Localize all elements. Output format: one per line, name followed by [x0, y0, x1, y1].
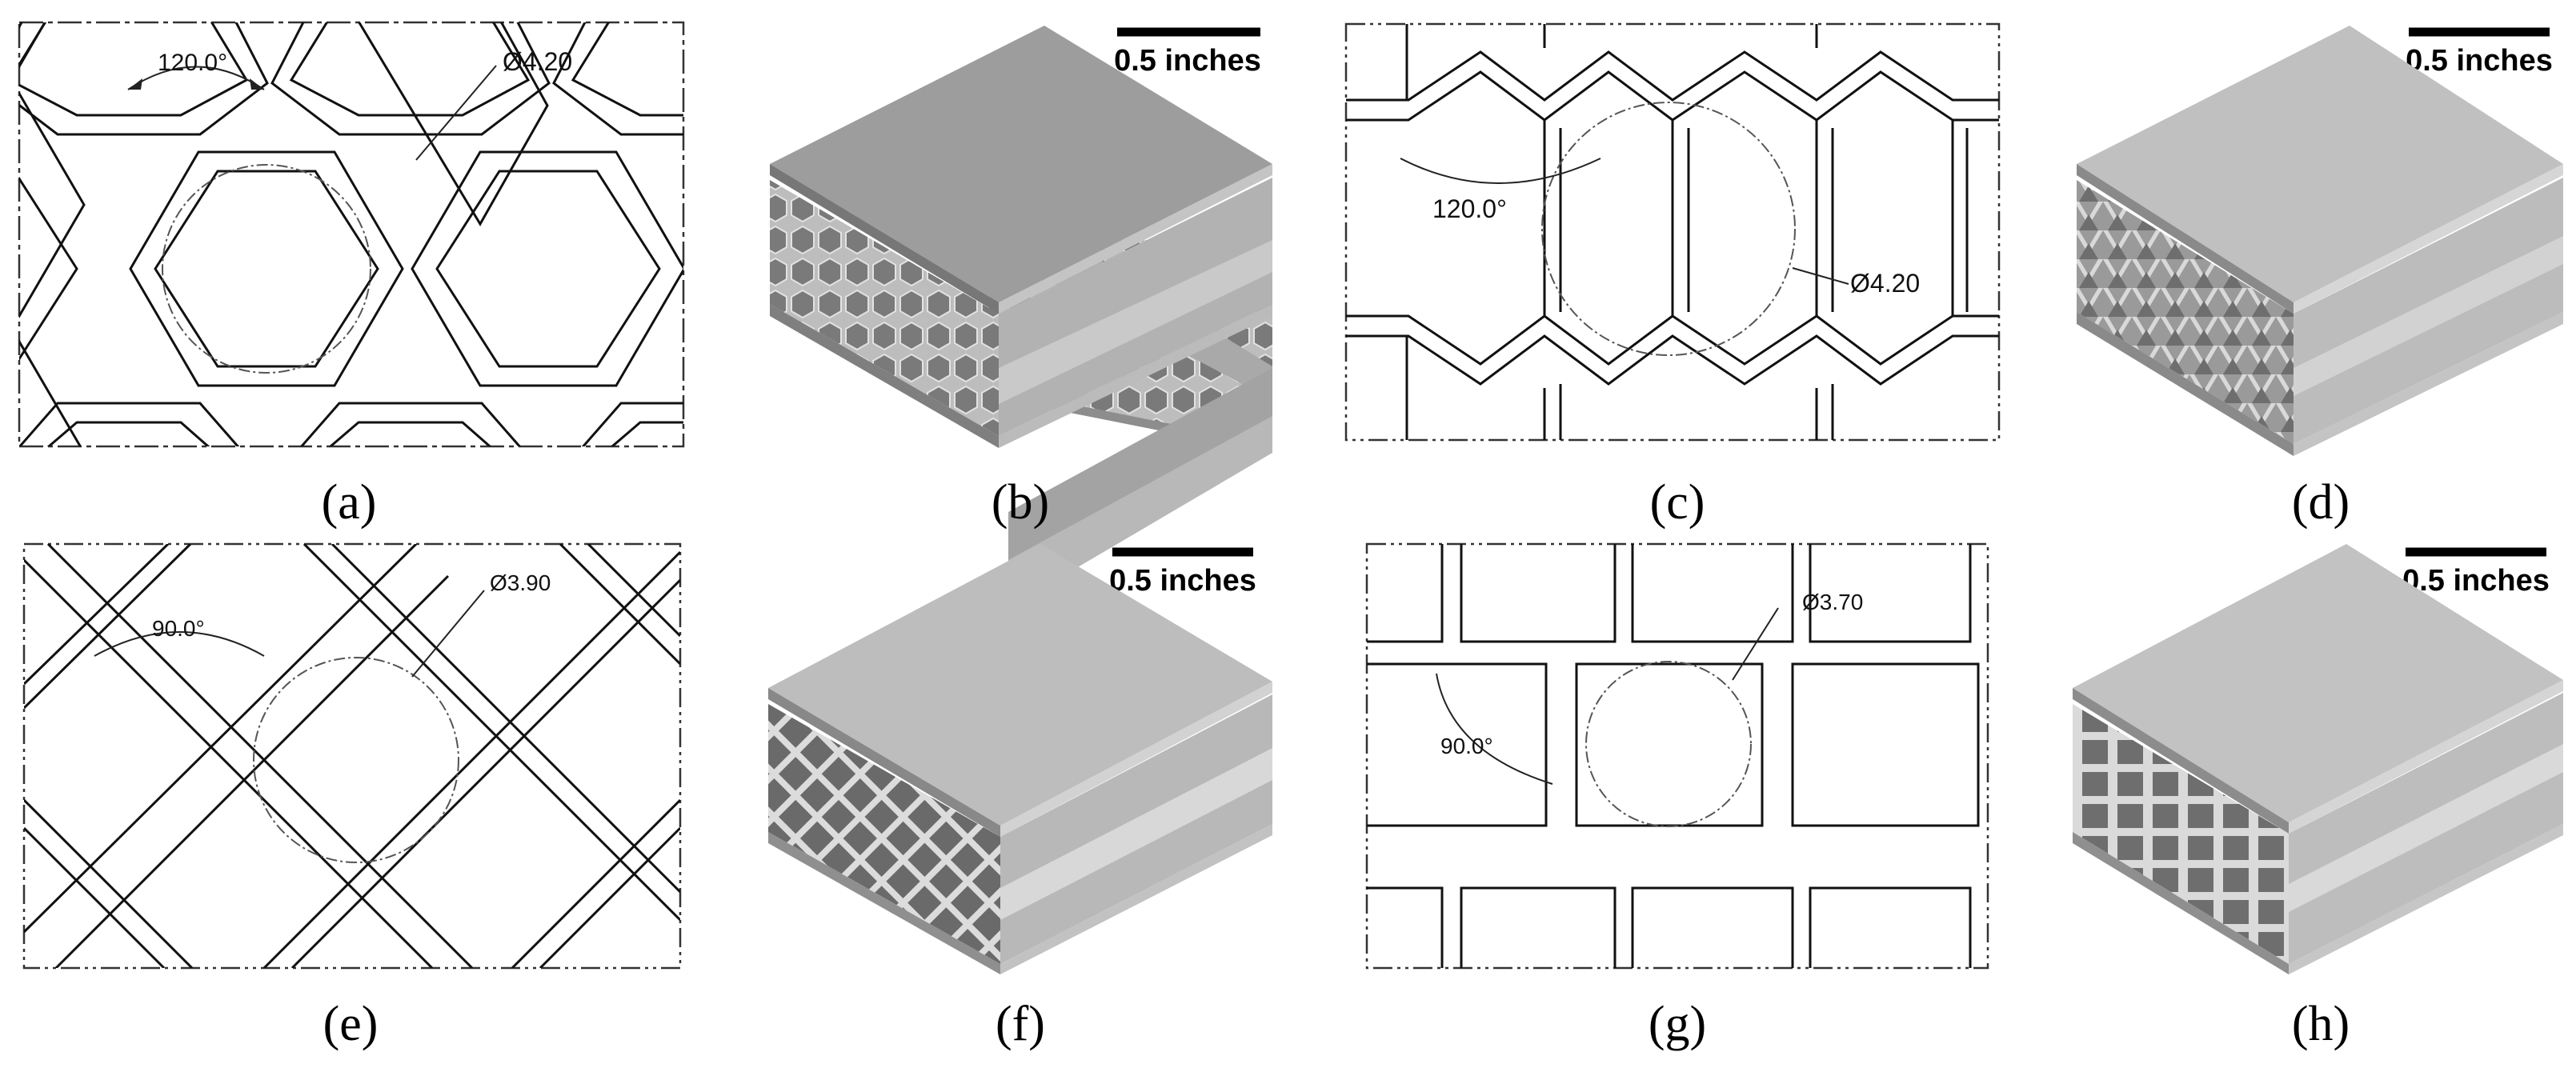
hex-honeycomb-lines — [19, 22, 683, 446]
inscribed-circle-c — [1541, 102, 1796, 356]
panel-a-frame — [18, 21, 685, 448]
panel-e-drawing: 90.0° Ø3.90 — [22, 542, 682, 970]
angle-label-e: 90.0° — [152, 616, 205, 641]
inscribed-circle-a — [162, 164, 371, 374]
bottom-skin-d — [2077, 312, 2294, 456]
panel-d-render: 0.5 inches — [2077, 26, 2563, 456]
caption-a: (a) — [322, 475, 377, 530]
panel-a-drawing: 120.0° Ø4.20 — [18, 21, 685, 448]
square-core-h — [2073, 704, 2289, 964]
panel-f-render: 0.5 inches — [768, 544, 1272, 974]
angle-arc-a — [127, 66, 265, 90]
angle-label-a: 120.0° — [158, 50, 227, 76]
top-skin-d — [2077, 26, 2563, 302]
panel-g-drawing: 90.0° Ø3.70 — [1365, 542, 1989, 970]
angle-label-c: 120.0° — [1432, 194, 1507, 223]
top-skin-b — [770, 26, 1272, 302]
inscribed-circle-e — [253, 657, 459, 863]
top-skin-f — [768, 544, 1272, 826]
square-grid-lines — [1367, 544, 1980, 968]
caption-e: (e) — [323, 997, 379, 1051]
caption-f: (f) — [996, 997, 1045, 1051]
leader-c — [1792, 267, 1849, 285]
inscribed-circle-g — [1585, 661, 1752, 827]
top-skin-side-b — [770, 164, 999, 314]
panel-c-drawing: 120.0° Ø4.20 — [1344, 22, 2001, 442]
leader-g — [1732, 607, 1779, 681]
diamond-core-f — [768, 704, 1000, 964]
caption-d: (d) — [2292, 475, 2350, 530]
zig-core-d — [2077, 180, 2294, 444]
angle-arc-c — [1400, 158, 1601, 184]
top-skin-right-b — [999, 164, 1272, 314]
caption-c: (c) — [1650, 475, 1705, 530]
top-skin-h — [2073, 544, 2563, 822]
core-right-b — [1008, 368, 1272, 560]
bottom-skin-h — [2073, 832, 2289, 974]
diameter-label-c: Ø4.20 — [1850, 269, 1920, 298]
angle-arc-e — [94, 631, 265, 657]
scalebar-label-b: 0.5 inches — [1114, 44, 1261, 78]
caption-g: (g) — [1649, 997, 1706, 1051]
diamond-lines — [24, 544, 680, 968]
angle-label-g: 90.0° — [1440, 734, 1493, 758]
diameter-label-g: Ø3.70 — [1802, 590, 1863, 614]
panel-h-render: 0.5 inches — [2073, 544, 2563, 974]
caption-h: (h) — [2292, 997, 2350, 1051]
leader-e — [411, 590, 485, 678]
scalebar-label-d: 0.5 inches — [2406, 44, 2553, 78]
bottom-skin-b — [770, 304, 999, 448]
panel-g-frame — [1365, 542, 1989, 970]
panel-e-frame — [22, 542, 682, 970]
leader-a — [415, 65, 497, 161]
caption-b: (b) — [992, 475, 1049, 530]
bottom-skin-f — [768, 832, 1000, 974]
hex-core-b — [770, 180, 999, 436]
diameter-label-e: Ø3.90 — [490, 570, 551, 595]
panel-c-frame — [1344, 22, 2001, 442]
reentrant-lines — [1346, 24, 1999, 440]
panel-b-render: 0.5 inches — [770, 26, 1272, 608]
diameter-label-a: Ø4.20 — [503, 47, 572, 76]
scalebar-label-f: 0.5 inches — [1109, 564, 1256, 598]
angle-arc-g — [1436, 673, 1553, 785]
scalebar-label-h: 0.5 inches — [2402, 564, 2550, 598]
